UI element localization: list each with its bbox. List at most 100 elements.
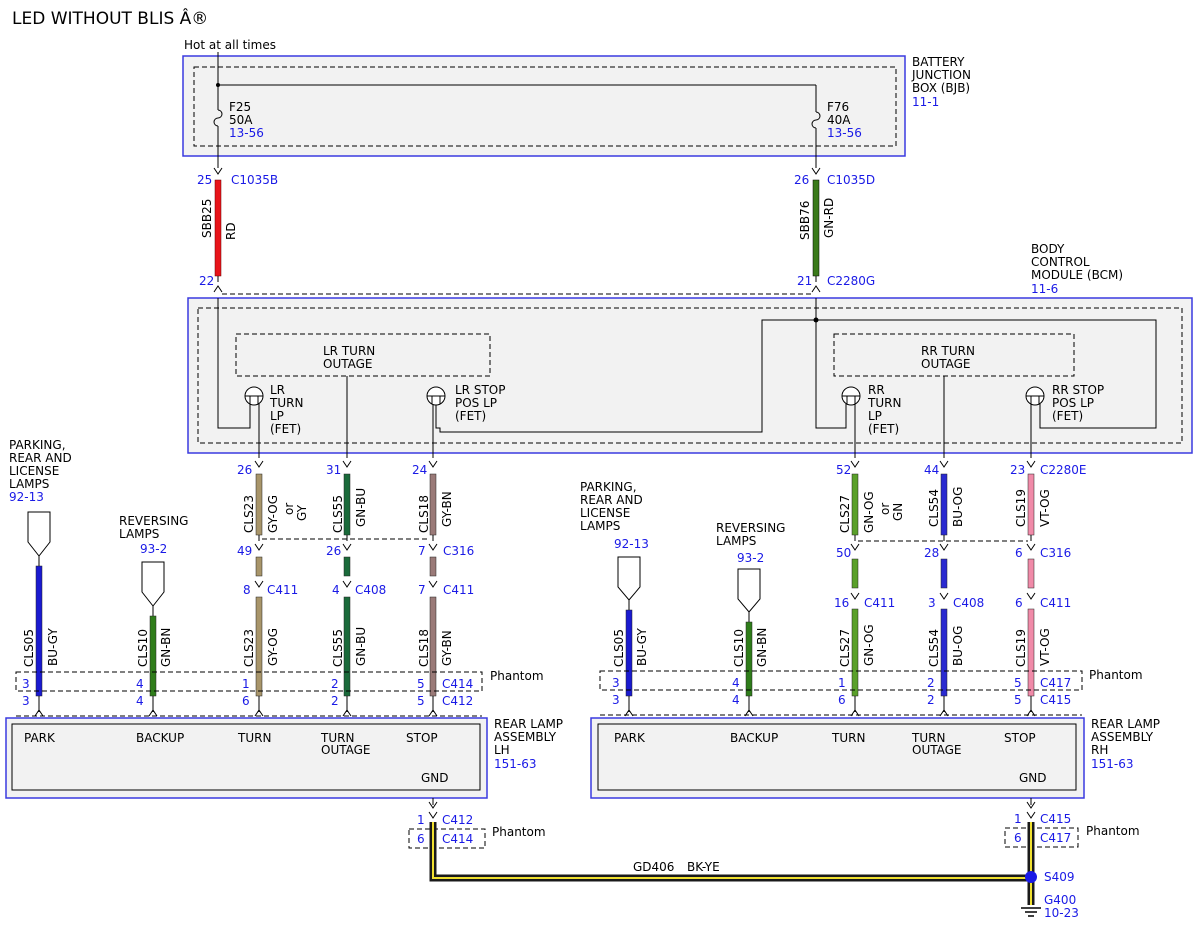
l-w2-pin-c411: 8 xyxy=(243,583,251,597)
rr-turn-fet-icon xyxy=(841,386,861,406)
ground-circuit: GD406 xyxy=(633,860,674,874)
r-w4-pin-bcm: 23 xyxy=(1010,463,1025,477)
r-w3-color-top: BU-OG xyxy=(951,487,965,527)
lr-stop-1: LR STOP xyxy=(455,383,505,397)
right_side-wire-cls05 xyxy=(625,609,633,697)
r-bcm-conn: C2280E xyxy=(1040,463,1087,477)
l-w4-color-top: GY-BN xyxy=(440,491,454,527)
left_side-wire-cls23-upper xyxy=(255,473,263,536)
r-conn-lower: C415 xyxy=(1040,693,1071,707)
r-w2-alt-1: or xyxy=(878,503,892,515)
l-lower-pin-2: 4 xyxy=(136,694,144,708)
right_side-wire-cls19-mid xyxy=(1027,558,1035,589)
r-w4-pin-c316: 6 xyxy=(1015,546,1023,560)
ground-wire xyxy=(428,798,1036,905)
l-lower-pin-5: 5 xyxy=(417,694,425,708)
l-w2-circuit-bot: CLS23 xyxy=(242,629,256,667)
l-w2-alt-1: or xyxy=(282,503,296,515)
r-w3-pin-bcm: 44 xyxy=(924,463,939,477)
fuse-right-rating: 40A xyxy=(827,113,851,127)
r-parking-4: LAMPS xyxy=(580,519,620,533)
l-assy-ref: 151-63 xyxy=(494,757,537,771)
l-parking-ref: 92-13 xyxy=(9,490,44,504)
r-gnd-phantom-box xyxy=(1004,827,1079,848)
l-c408-label: C408 xyxy=(355,583,386,597)
r-phantom-label: Phantom xyxy=(1089,668,1143,682)
l-w0-circuit: CLS05 xyxy=(22,629,36,667)
r-w4-circuit-top: CLS19 xyxy=(1014,489,1028,527)
l-w3-pin-bcm: 31 xyxy=(326,463,341,477)
r-w2-color-bot: GN-OG xyxy=(862,624,876,666)
l-w1-circuit: CLS10 xyxy=(136,629,150,667)
ground-splice: S409 xyxy=(1044,870,1075,884)
splice-s409-icon xyxy=(1025,871,1037,883)
l-phantom-box xyxy=(15,671,483,692)
l-reversing-2: LAMPS xyxy=(119,527,159,541)
feed-right-color: GN-RD xyxy=(822,198,836,238)
fuse-right-ref: 13-56 xyxy=(827,126,862,140)
right_side-wire-cls54-lower xyxy=(940,608,948,697)
ground-point: G400 xyxy=(1044,893,1076,907)
left_side-wire-cls10 xyxy=(149,615,157,697)
r-gnd-conn-1: C415 xyxy=(1040,812,1071,826)
l-w3-color-bot: GN-BU xyxy=(354,627,368,666)
r-w4-color-top: VT-OG xyxy=(1038,489,1052,527)
feed-right-conn-top: C1035D xyxy=(827,173,875,187)
r-w2-pin-c316: 50 xyxy=(836,546,851,560)
r-term-backup: BACKUP xyxy=(730,731,778,745)
right_side-wire-cls54-upper xyxy=(940,473,948,536)
lr-turn-4: (FET) xyxy=(270,422,301,436)
feed-left-pin-top: 25 xyxy=(197,173,212,187)
r-w3-circuit-bot: CLS54 xyxy=(927,629,941,667)
r-parking-3: LICENSE xyxy=(580,506,630,520)
r-lower-pin-5: 5 xyxy=(1014,693,1022,707)
r-assy-ref: 151-63 xyxy=(1091,757,1134,771)
r-w3-pin-c316: 28 xyxy=(924,546,939,560)
right_side-wire-cls27-upper xyxy=(851,473,859,536)
r-reversing-ref: 93-2 xyxy=(737,551,764,565)
r-assy-name-2: ASSEMBLY xyxy=(1091,730,1154,744)
l-w4-color-bot: GY-BN xyxy=(440,630,454,666)
l-parking-3: LICENSE xyxy=(9,464,59,478)
feed-left-conn-top: C1035B xyxy=(231,173,278,187)
right_side-wire-cls10 xyxy=(745,621,753,697)
r-gnd-pin-1: 1 xyxy=(1014,812,1022,826)
l-term-gnd: GND xyxy=(421,771,449,785)
l-phantom-pin-1: 3 xyxy=(22,677,30,691)
right_side-wire-cls19-lower xyxy=(1027,608,1035,697)
r-w4-color-bot: VT-OG xyxy=(1038,628,1052,666)
fuse-f76-icon xyxy=(811,111,821,168)
fuse-right-id: F76 xyxy=(827,100,849,114)
l-assy-name-3: LH xyxy=(494,743,510,757)
feed-right-circuit: SBB76 xyxy=(798,201,812,240)
l-w2-color-bot: GY-OG xyxy=(266,628,280,666)
r-parking-connector-icon xyxy=(617,556,641,601)
l-phantom-label: Phantom xyxy=(490,669,544,683)
r-phantom-pin-2: 4 xyxy=(732,676,740,690)
l-c411-label: C411 xyxy=(267,583,298,597)
r-w2-circuit-bot: CLS27 xyxy=(838,629,852,667)
rr-turn-3: LP xyxy=(868,409,882,423)
l-term-backup: BACKUP xyxy=(136,731,184,745)
r-parking-1: PARKING, xyxy=(580,480,637,494)
l-lower-pin-3: 6 xyxy=(242,694,250,708)
l-assy-name-1: REAR LAMP xyxy=(494,717,563,731)
r-phantom-pin-3: 1 xyxy=(838,676,846,690)
r-reversing-2: LAMPS xyxy=(716,534,756,548)
l-w0-color: BU-GY xyxy=(46,628,60,666)
r-assy-name-1: REAR LAMP xyxy=(1091,717,1160,731)
r-reversing-1: REVERSING xyxy=(716,521,785,535)
rr-outage-2: OUTAGE xyxy=(921,357,971,371)
r-c408-label: C408 xyxy=(953,596,984,610)
lr-stop-fet-icon xyxy=(426,386,446,406)
l-w3-circuit-bot: CLS55 xyxy=(331,629,345,667)
r-lower-pin-2: 4 xyxy=(732,693,740,707)
r-parking-2: REAR AND xyxy=(580,493,643,507)
r-conn-phantom: C417 xyxy=(1040,676,1071,690)
r-c316-label: C316 xyxy=(1040,546,1071,560)
l-phantom-pin-4: 2 xyxy=(331,677,339,691)
l-c316-label: C316 xyxy=(443,544,474,558)
r-term-outage: OUTAGE xyxy=(912,743,962,757)
feed-wire-left xyxy=(213,167,223,293)
l-w4-circuit-top: CLS18 xyxy=(417,495,431,533)
